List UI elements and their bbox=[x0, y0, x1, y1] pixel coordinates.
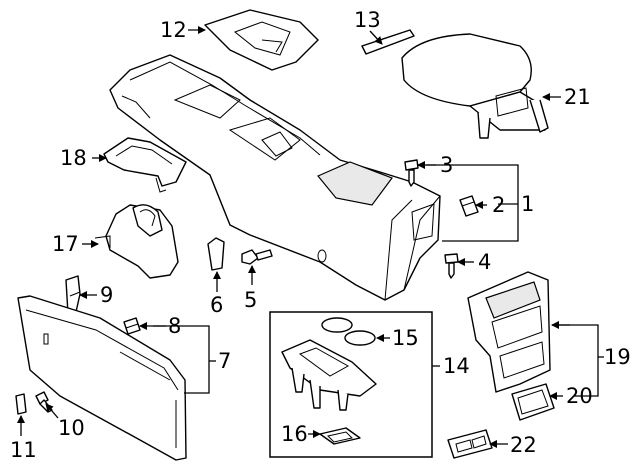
callout-18: 18 bbox=[60, 146, 87, 170]
callout-4: 4 bbox=[478, 250, 491, 274]
part-15-cup-inserts[interactable] bbox=[321, 317, 376, 346]
part-13-trim-strip[interactable] bbox=[361, 29, 415, 55]
callout-5: 5 bbox=[244, 288, 257, 312]
part-12-shifter-bezel[interactable] bbox=[204, 9, 319, 71]
callout-3: 3 bbox=[440, 153, 453, 177]
callout-16: 16 bbox=[281, 422, 308, 446]
part-20-panel-insert[interactable] bbox=[511, 383, 555, 421]
part-16-mat[interactable] bbox=[319, 427, 361, 445]
part-3-screw[interactable] bbox=[404, 159, 419, 187]
callout-19: 19 bbox=[604, 345, 631, 369]
part-5-bolt[interactable] bbox=[241, 249, 273, 265]
callout-22: 22 bbox=[510, 433, 537, 457]
leader-lines bbox=[17, 26, 604, 448]
part-21-armrest[interactable] bbox=[401, 33, 549, 139]
part-1-console-body[interactable] bbox=[109, 54, 441, 301]
callout-20: 20 bbox=[566, 384, 593, 408]
part-8-clip[interactable] bbox=[123, 317, 141, 335]
callout-2: 2 bbox=[492, 193, 505, 217]
callout-7: 7 bbox=[218, 349, 231, 373]
part-11-clip[interactable] bbox=[15, 393, 27, 415]
part-14-group-frame bbox=[269, 311, 433, 458]
callout-9: 9 bbox=[100, 283, 113, 307]
callout-11: 11 bbox=[10, 438, 37, 462]
part-7-side-panel[interactable] bbox=[17, 295, 187, 461]
part-4-screw[interactable] bbox=[444, 253, 459, 279]
callout-10: 10 bbox=[58, 416, 85, 440]
part-6-bracket[interactable] bbox=[207, 237, 225, 271]
part-18-tray[interactable] bbox=[103, 137, 187, 193]
part-14-cup-holder[interactable] bbox=[281, 339, 377, 411]
callout-8: 8 bbox=[168, 314, 181, 338]
part-19-rear-vent-panel[interactable] bbox=[467, 271, 551, 393]
callout-14: 14 bbox=[443, 354, 470, 378]
callout-12: 12 bbox=[160, 18, 187, 42]
callout-13: 13 bbox=[354, 8, 381, 32]
part-2-clip[interactable] bbox=[459, 195, 479, 217]
callout-6: 6 bbox=[210, 293, 223, 317]
callout-1: 1 bbox=[521, 192, 534, 216]
callout-21: 21 bbox=[564, 85, 591, 109]
callout-labels: 1 2 3 4 5 6 7 8 9 10 11 12 13 14 15 16 1… bbox=[10, 8, 631, 462]
part-17-shifter-base[interactable] bbox=[94, 204, 179, 279]
callout-15: 15 bbox=[392, 326, 419, 350]
part-22-switch[interactable] bbox=[447, 429, 493, 459]
callout-17: 17 bbox=[52, 232, 79, 256]
